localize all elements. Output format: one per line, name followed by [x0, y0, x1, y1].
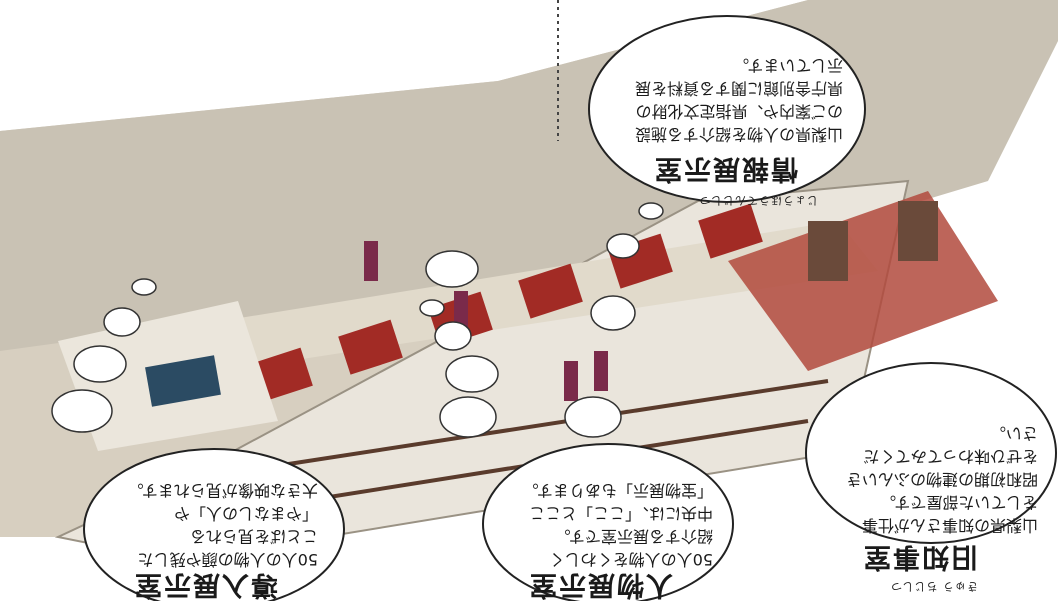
- info-room-text: 山梨県の人物を紹介する施設 のご案内や、県指定文化財の 県庁舎別館に関する資料を…: [603, 54, 843, 146]
- hotspot-dot[interactable]: [425, 250, 479, 288]
- hotspot-dot[interactable]: [419, 299, 445, 317]
- hotspot-dot[interactable]: [73, 345, 127, 383]
- hotspot-dot[interactable]: [638, 202, 664, 220]
- theater-room-line: 大きな映像が見られます。: [127, 481, 318, 500]
- governor-room-text: 山梨県の知事さんが仕事 をしていた部屋です。 昭和初期の建物のふんいき をぜひ味…: [798, 422, 1038, 537]
- theater-room-line: 「やまなしの人」や: [173, 504, 318, 523]
- hotspot-dot[interactable]: [103, 307, 141, 337]
- info-room-line: 山梨県の人物を紹介する施設: [634, 125, 843, 144]
- window: [898, 201, 938, 261]
- governor-room-bubble[interactable]: [805, 362, 1057, 544]
- person-room-line: 紹介する展示室です。: [554, 527, 713, 546]
- hotspot-dot[interactable]: [51, 389, 113, 433]
- theater-room-text: 50人の人物の顔や残した ことばを見られる 「やまなしの人」や 大きな映像が見ら…: [88, 479, 318, 571]
- governor-room-title: 旧知事室: [862, 541, 978, 572]
- display-case: [564, 361, 578, 401]
- hotspot-dot[interactable]: [131, 278, 157, 296]
- hotspot-dot[interactable]: [590, 295, 636, 331]
- theater-room-bubble[interactable]: [83, 448, 345, 601]
- hotspot-dot[interactable]: [564, 396, 622, 438]
- governor-room-line: 山梨県の知事さんが仕事: [861, 516, 1038, 535]
- person-room-bubble[interactable]: [482, 443, 734, 601]
- governor-room-line: をしていた部屋です。: [880, 493, 1038, 512]
- info-room-bubble[interactable]: [588, 15, 866, 203]
- info-room-line: のご案内や、県指定文化財の: [635, 102, 843, 121]
- governor-room-ruby: きゅう ちじしつ: [890, 580, 978, 593]
- info-room-line: 示しています。: [733, 56, 843, 75]
- hotspot-dot[interactable]: [434, 321, 472, 351]
- display-case: [364, 241, 378, 281]
- person-room-title: 人物展示室: [528, 569, 673, 600]
- info-room-ruby: じょうほうてんじしつ: [698, 194, 818, 207]
- theater-room-line: 50人の人物の顔や残した: [137, 550, 318, 569]
- person-room-line: 50人の人物をくわしく: [548, 550, 713, 569]
- carpet: [518, 263, 583, 319]
- hotspot-dot[interactable]: [439, 396, 497, 438]
- theater-room-title: 導入展示室: [133, 569, 278, 600]
- person-room-text: 50人の人物をくわしく 紹介する展示室です。 中央には、「ここ」とここ 「宝物展…: [493, 479, 713, 571]
- governor-room-line: をぜひ味わってみてくだ: [863, 447, 1038, 466]
- carpet: [698, 203, 763, 259]
- person-room-line: 「宝物展示」もあります。: [522, 481, 713, 500]
- hotspot-dot[interactable]: [606, 233, 640, 259]
- screen: [145, 355, 221, 407]
- governor-room-line: さい。: [989, 424, 1038, 443]
- display-case: [594, 351, 608, 391]
- hotspot-dot[interactable]: [445, 355, 499, 393]
- person-room-line: 中央には、「ここ」とここ: [528, 504, 713, 523]
- window: [808, 221, 848, 281]
- governor-room-line: 昭和初期の建物のふんいき: [845, 470, 1038, 489]
- carpet: [338, 319, 403, 375]
- info-room-title: 情報展示室: [653, 153, 798, 184]
- theater-room-line: ことばを見られる: [189, 527, 318, 546]
- corridor-floor: [98, 221, 878, 381]
- info-room-line: 県庁舎別館に関する資料を展: [634, 79, 843, 98]
- display-case: [454, 291, 468, 331]
